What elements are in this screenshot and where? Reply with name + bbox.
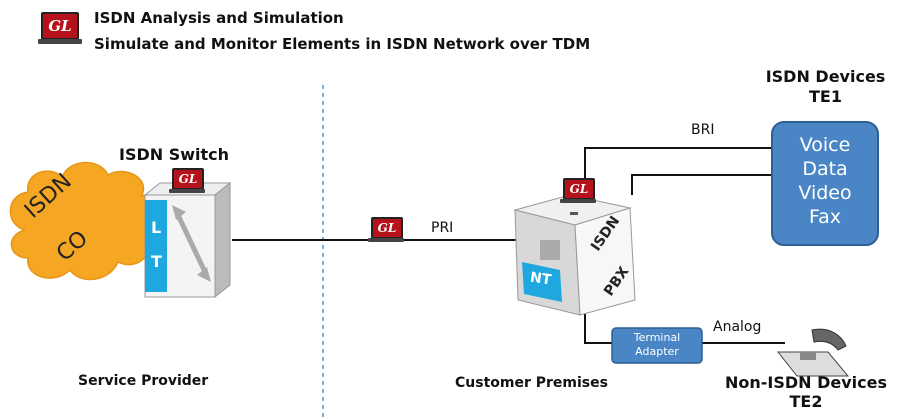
analog-label: Analog	[713, 319, 762, 335]
switch-laptop-icon: GL	[169, 168, 205, 194]
te1-box	[771, 121, 879, 246]
bri-line-top	[584, 147, 772, 195]
pri-label: PRI	[431, 220, 454, 236]
lt-label-t: T	[151, 252, 162, 271]
header-logo-icon: GL	[38, 12, 82, 48]
telephone-icon	[776, 328, 850, 377]
te1-video: Video	[798, 182, 852, 204]
pri-laptop-icon: GL	[368, 217, 404, 243]
terminal-adapter-label: Terminal Adapter	[633, 331, 681, 358]
page-subtitle: Simulate and Monitor Elements in ISDN Ne…	[94, 35, 591, 53]
page-title: ISDN Analysis and Simulation	[94, 9, 344, 27]
te1-voice: Voice	[799, 134, 851, 156]
te1-data: Data	[802, 158, 848, 180]
lt-label-l: L	[151, 218, 162, 237]
isdn-switch-label: ISDN Switch	[119, 145, 230, 164]
terminal-adapter-box	[611, 327, 703, 364]
nt-label: NT	[528, 269, 553, 289]
non-isdn-devices-label: Non-ISDN Devices TE2	[724, 373, 888, 411]
isdn-devices-label: ISDN Devices TE1	[765, 67, 886, 106]
bri-line-bottom	[631, 174, 772, 195]
pbx-icon	[513, 194, 636, 316]
pbx-laptop-icon: GL	[560, 178, 596, 204]
cloud-icon	[9, 161, 160, 281]
logo-screen: GL	[41, 12, 79, 40]
switch-icon	[143, 181, 232, 299]
te1-devices-list: Voice Data Video Fax	[772, 133, 878, 229]
te1-fax: Fax	[808, 206, 842, 228]
logo-base	[38, 39, 82, 44]
bri-label: BRI	[691, 122, 715, 138]
adapter-line	[584, 312, 612, 344]
customer-premises-label: Customer Premises	[455, 375, 608, 391]
service-provider-label: Service Provider	[78, 373, 209, 389]
